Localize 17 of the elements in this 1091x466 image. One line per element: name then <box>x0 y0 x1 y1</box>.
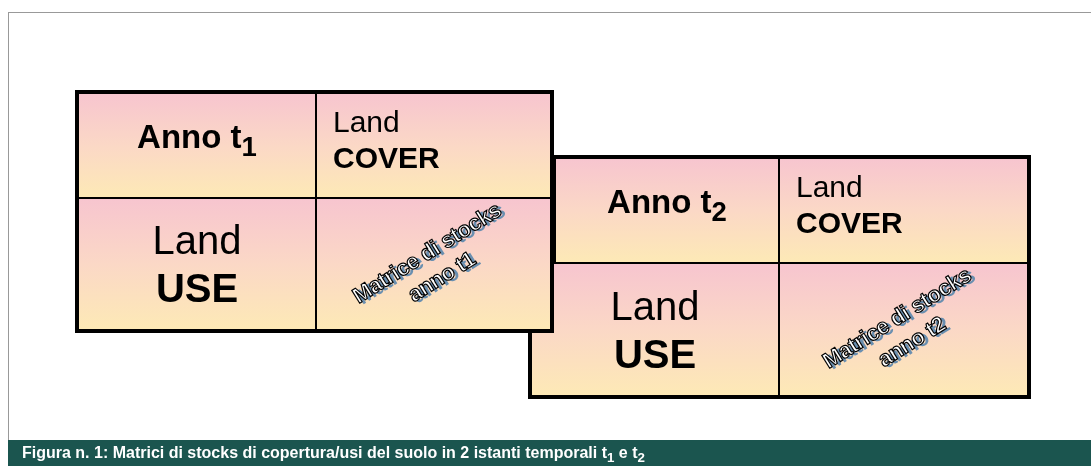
cell-label: Land USE <box>609 282 701 378</box>
cell-heading: Anno t$_{2}$ <box>606 181 728 228</box>
table-cell <box>79 94 315 197</box>
cell-label: Land COVER <box>333 104 441 176</box>
figure-caption: Figura n. 1: Matrici di stocks di copertura/usi del suolo in 2 istanti temporali t$_{1}$ e t$_{2}$ <box>8 440 1091 466</box>
cell-label: Land USE <box>151 217 243 312</box>
matrix-table <box>528 155 1031 399</box>
table-cell <box>532 264 778 395</box>
table-cell <box>780 264 1027 395</box>
table-cell <box>780 159 1027 262</box>
cell-label: Land COVER <box>796 169 904 241</box>
table-cell <box>79 199 315 329</box>
table-cell <box>317 199 550 329</box>
cell-heading: Anno t$_{1}$ <box>136 116 258 163</box>
table-cell <box>556 159 778 262</box>
matrix-table <box>75 90 554 333</box>
table-cell <box>317 94 550 197</box>
